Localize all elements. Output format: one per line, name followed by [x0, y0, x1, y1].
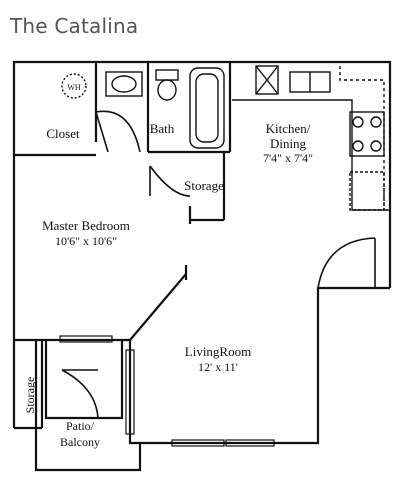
kitchen-size: 7'4" x 7'4" — [263, 151, 313, 165]
water-heater-label: WH — [67, 83, 81, 92]
storage-left-label: Storage — [23, 377, 37, 414]
patio-label-line2: Balcony — [60, 435, 100, 449]
bath-label: Bath — [150, 121, 175, 136]
master-bedroom-label: Master Bedroom — [42, 218, 130, 233]
storage-center-label: Storage — [184, 178, 224, 193]
page-title: The Catalina — [10, 14, 139, 38]
sliding-doors — [59, 335, 275, 447]
kitchen-label-line2: Dining — [270, 136, 307, 151]
kitchen-label-line1: Kitchen/ — [266, 121, 311, 136]
walls — [12, 60, 392, 472]
patio-label-line1: Patio/ — [66, 419, 95, 433]
living-room-label: LivingRoom — [185, 344, 251, 359]
living-room-size: 12' x 11' — [198, 360, 238, 374]
fixtures — [61, 65, 390, 211]
door-swings — [61, 110, 376, 419]
closet-label: Closet — [46, 126, 80, 141]
master-bedroom-size: 10'6" x 10'6" — [55, 234, 117, 248]
